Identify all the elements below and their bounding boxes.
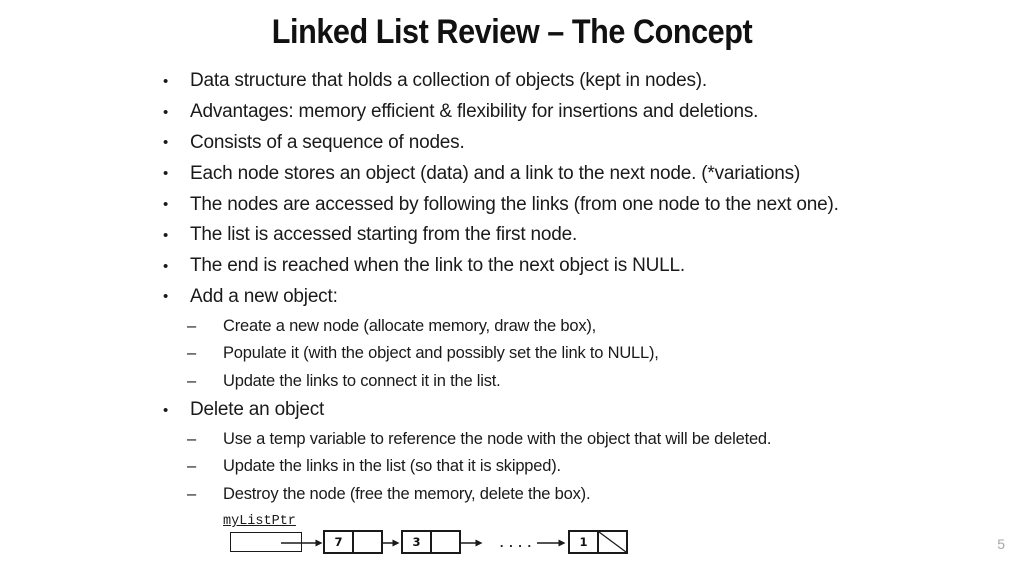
sub-bullet-item: – Destroy the node (free the memory, dele… [0,481,1024,509]
bullet-item: • Advantages: memory efficient & flexibil… [0,97,1024,128]
bullet-marker: • [163,134,169,152]
bullet-text: Use a temp variable to reference the nod… [223,429,772,448]
bullet-marker: • [163,165,169,183]
bullet-item: • Delete an object [0,395,1024,426]
pointer-variable-label: myListPtr [223,514,296,529]
bullet-text: Advantages: memory efficient & flexibili… [190,101,759,123]
bullet-text: Add a new object: [190,285,338,307]
sub-bullet-item: – Update the links to connect it in the l… [0,367,1024,395]
bullet-text: Data structure that holds a collection o… [190,70,707,92]
bullet-marker: • [163,257,169,275]
list-node: 1 [568,530,628,554]
dash-marker: – [187,484,196,503]
bullet-text: Update the links in the list (so that it… [223,457,561,476]
bullet-text: The end is reached when the link to the … [190,255,685,277]
ellipsis-dots: . . . . [499,535,533,550]
bullet-text: Populate it (with the object and possibl… [223,344,659,363]
dash-marker: – [187,344,196,363]
node-next-pointer [432,532,459,552]
pointer-box [230,532,302,552]
bullet-marker: • [163,72,169,90]
bullet-item: • The end is reached when the link to the… [0,251,1024,282]
sub-bullet-item: – Create a new node (allocate memory, dra… [0,312,1024,340]
node-value: 7 [325,532,354,552]
bullet-text: Consists of a sequence of nodes. [190,131,465,153]
bullet-text: The nodes are accessed by following the … [190,193,839,215]
bullet-marker: • [163,401,169,419]
bullet-text: Destroy the node (free the memory, delet… [223,484,591,503]
bullet-marker: • [163,103,169,121]
sub-bullet-item: – Update the links in the list (so that i… [0,453,1024,481]
dash-marker: – [187,371,196,390]
bullet-list: • Data structure that holds a collection … [0,66,1024,508]
node-next-pointer [354,532,381,552]
linked-list-diagram: myListPtr 7 3 1 . . . . [220,505,680,569]
node-null-link [599,532,626,552]
dash-marker: – [187,457,196,476]
bullet-item: • Add a new object: [0,282,1024,313]
bullet-item: • Each node stores an object (data) and a… [0,158,1024,189]
bullet-marker: • [163,288,169,306]
list-node: 7 [323,530,383,554]
node-value: 3 [403,532,432,552]
dash-marker: – [187,429,196,448]
node-value: 1 [570,532,599,552]
page-number: 5 [997,536,1005,552]
bullet-text: Delete an object [190,399,325,421]
bullet-item: • Consists of a sequence of nodes. [0,128,1024,159]
bullet-item: • Data structure that holds a collection … [0,66,1024,97]
list-node: 3 [401,530,461,554]
dash-marker: – [187,316,196,335]
sub-bullet-item: – Use a temp variable to reference the no… [0,426,1024,454]
bullet-marker: • [163,226,169,244]
sub-bullet-item: – Populate it (with the object and possib… [0,340,1024,368]
slide-title: Linked List Review – The Concept [271,13,753,51]
bullet-text: Create a new node (allocate memory, draw… [223,316,597,335]
bullet-item: • The nodes are accessed by following the… [0,189,1024,220]
bullet-text: Each node stores an object (data) and a … [190,162,801,184]
bullet-text: Update the links to connect it in the li… [223,371,501,390]
bullet-text: The list is accessed starting from the f… [190,224,578,246]
bullet-marker: • [163,196,169,214]
bullet-item: • The list is accessed starting from the … [0,220,1024,251]
